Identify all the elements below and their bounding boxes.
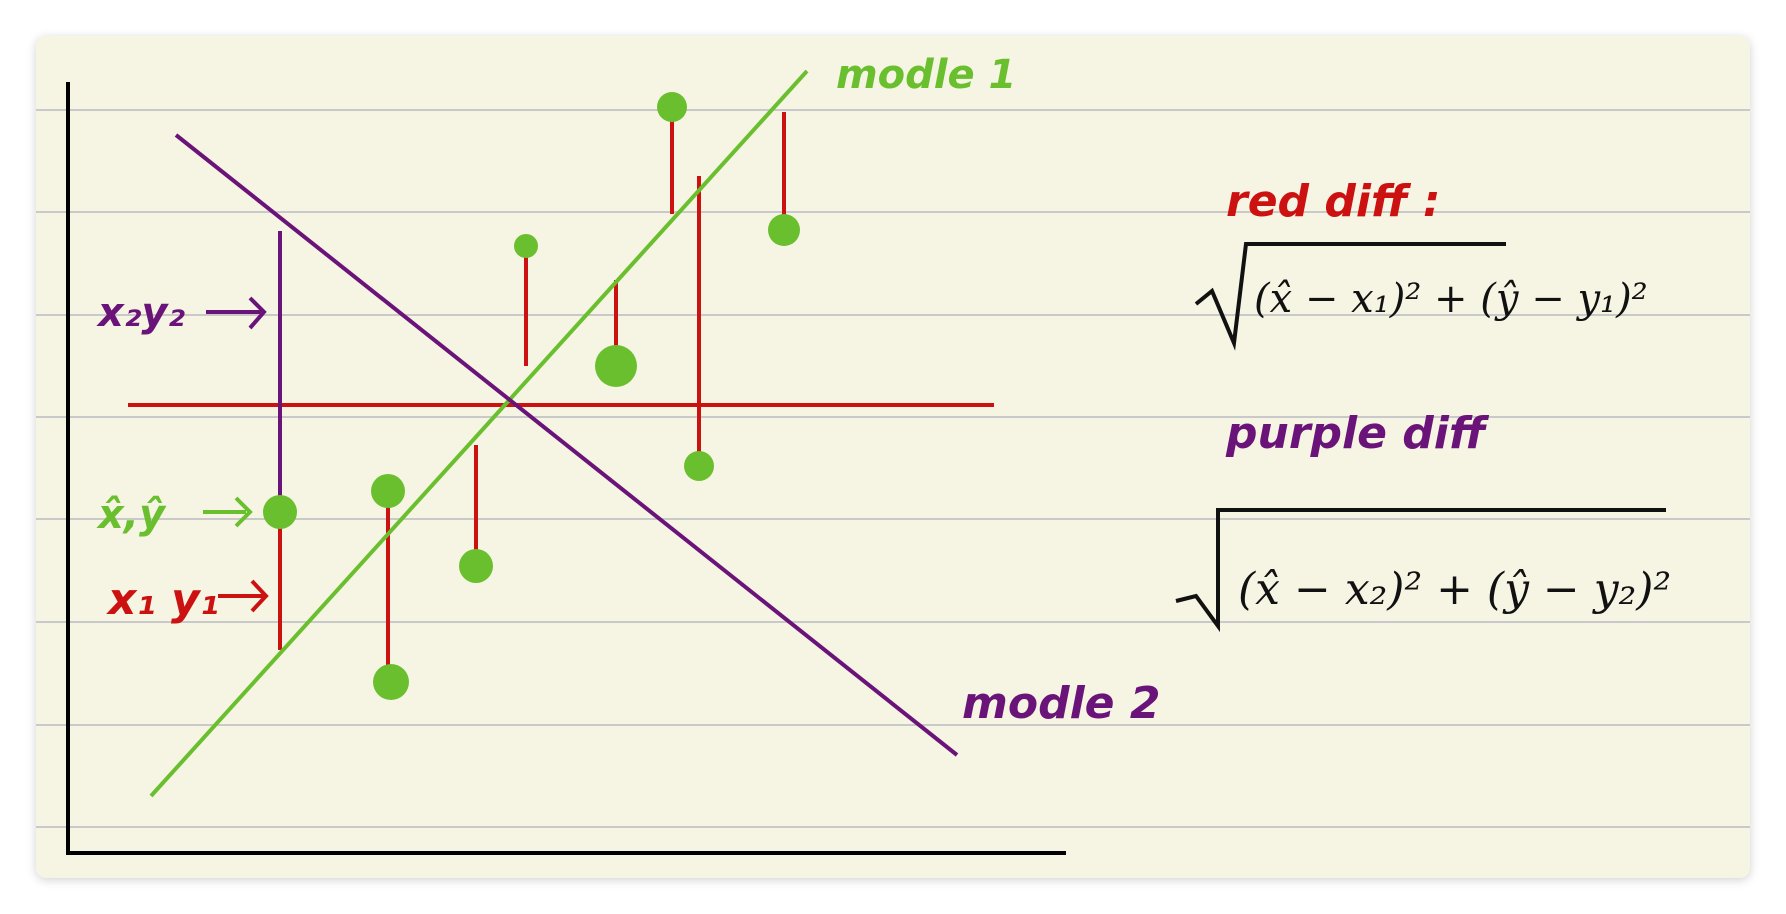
notebook-page: x₂y₂ x̂,ŷ x₁ y₁ modle 1 modle 2 red diff… xyxy=(36,36,1750,878)
data-point xyxy=(371,474,405,508)
purple-diff-formula: (x̂ − x₂)² + (ŷ − y₂)² xyxy=(1238,564,1671,615)
label-x1y1: x₁ y₁ xyxy=(106,574,219,625)
red-residuals xyxy=(278,107,786,682)
data-points xyxy=(263,92,800,700)
axes xyxy=(66,82,1066,855)
data-point xyxy=(684,451,714,481)
model-1-line xyxy=(149,69,809,798)
data-point xyxy=(373,664,409,700)
arrow-x1y1 xyxy=(218,579,269,613)
label-xhat-yhat: x̂,ŷ xyxy=(96,492,167,538)
diagram-canvas: x₂y₂ x̂,ŷ x₁ y₁ modle 1 modle 2 red diff… xyxy=(36,52,1750,855)
purple-diff-radical xyxy=(1175,508,1666,633)
model-1-label: modle 1 xyxy=(836,52,1016,98)
data-point xyxy=(459,549,493,583)
data-point xyxy=(768,214,800,246)
red-diff-formula: (x̂ − x₁)² + (ŷ − y₁)² xyxy=(1254,276,1648,322)
model-2-label: modle 2 xyxy=(962,678,1160,729)
arrow-x2y2 xyxy=(206,296,267,330)
data-point xyxy=(657,92,687,122)
data-point xyxy=(514,234,538,258)
red-diff-title: red diff : xyxy=(1226,176,1440,227)
arrow-xhat-yhat xyxy=(203,496,253,528)
data-point xyxy=(263,495,297,529)
ruled-lines xyxy=(36,109,1750,828)
model-2-line xyxy=(174,133,959,757)
red-diff-radical xyxy=(1194,242,1506,351)
purple-diff-title: purple diff xyxy=(1225,408,1490,459)
data-point xyxy=(595,345,637,387)
label-x2y2: x₂y₂ xyxy=(96,290,185,336)
